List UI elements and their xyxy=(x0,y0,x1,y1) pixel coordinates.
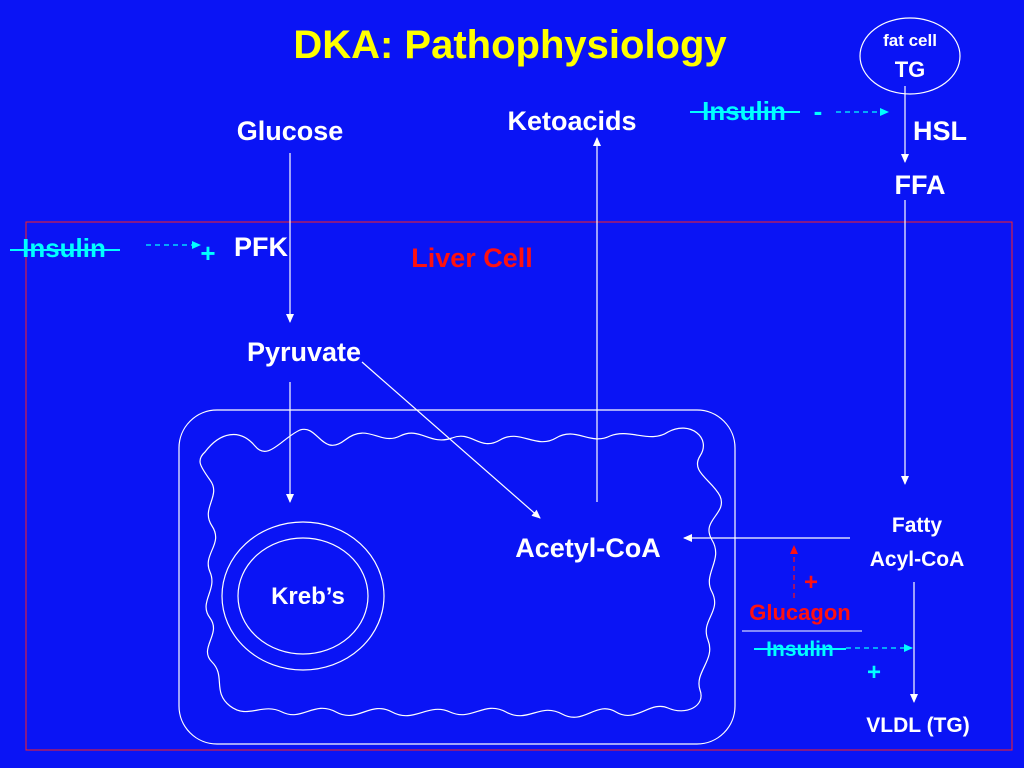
pyruvate-label: Pyruvate xyxy=(247,337,361,367)
acetyl-coa-label: Acetyl-CoA xyxy=(515,533,661,563)
fatty-acyl-coa-label-line2: Acyl-CoA xyxy=(870,548,965,571)
insulin-hsl-label: Insulin xyxy=(702,96,786,126)
krebs-ring-outer xyxy=(221,521,385,671)
fatty-acyl-coa-label-line1: Fatty xyxy=(892,514,942,537)
fat-cell-tg-label: TG xyxy=(895,57,926,82)
insulin-hsl-sign: - xyxy=(814,96,823,126)
vldl-label: VLDL (TG) xyxy=(866,714,969,737)
insulin-vldl-label: Insulin xyxy=(766,638,834,661)
page-title: DKA: Pathophysiology xyxy=(293,23,727,67)
mitochondrion-inner-membrane xyxy=(199,427,723,718)
glucagon-label: Glucagon xyxy=(749,600,850,625)
glucose-label: Glucose xyxy=(237,116,344,146)
insulin-vldl-sign: + xyxy=(867,659,881,686)
glucagon-sign: + xyxy=(804,569,818,596)
liver-cell-label: Liver Cell xyxy=(411,243,533,273)
hsl-label: HSL xyxy=(913,116,967,146)
insulin-pfk-label: Insulin xyxy=(22,233,106,263)
mitochondrion-outer xyxy=(178,409,736,745)
liver-cell-boundary xyxy=(25,221,1013,751)
fat-cell-label: fat cell xyxy=(883,31,937,50)
insulin-pfk-sign: + xyxy=(200,238,215,268)
pfk-label: PFK xyxy=(234,232,289,262)
ffa-label: FFA xyxy=(895,170,946,200)
fat-cell-outline xyxy=(859,17,961,95)
krebs-label: Kreb’s xyxy=(271,583,345,610)
ketoacids-label: Ketoacids xyxy=(507,106,636,136)
krebs-ring-inner xyxy=(237,537,369,655)
pyruvate-to-acetylcoa-arrow xyxy=(361,361,541,519)
